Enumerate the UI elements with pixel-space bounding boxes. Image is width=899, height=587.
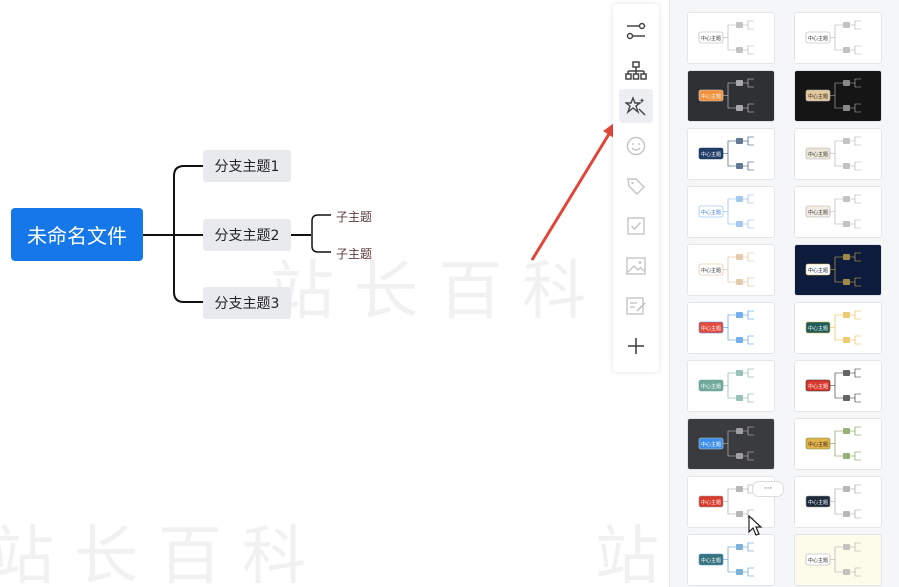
theme-card[interactable]: 中心主题	[687, 128, 775, 180]
theme-center-label: 中心主题	[701, 325, 721, 332]
theme-preview: 中心主题	[698, 368, 754, 403]
theme-preview: 中心主题	[805, 78, 861, 113]
theme-preview: 中心主题	[805, 194, 861, 229]
add-button[interactable]	[619, 329, 653, 363]
theme-card[interactable]: 中心主题	[687, 12, 775, 64]
theme-center-label: 中心主题	[701, 499, 721, 506]
branch-topic-3[interactable]: 分支主题3	[203, 287, 291, 319]
theme-center-label: 中心主题	[701, 267, 721, 274]
theme-center-label: 中心主题	[808, 209, 828, 216]
theme-center-label: 中心主题	[701, 35, 721, 42]
emoji-button[interactable]	[619, 129, 653, 163]
theme-preview: 中心主题	[698, 252, 754, 287]
style-button[interactable]	[619, 89, 653, 123]
theme-card[interactable]: 中心主题	[794, 244, 882, 296]
structure-button[interactable]	[619, 54, 653, 88]
image-icon	[626, 257, 646, 275]
subtopic-2[interactable]: 子主题	[336, 247, 373, 261]
vertical-toolbar	[613, 4, 659, 372]
theme-preview: 中心主题	[805, 136, 861, 171]
branch-topic-2[interactable]: 分支主题2	[203, 219, 291, 251]
plus-icon	[628, 338, 644, 354]
theme-preview: 中心主题	[805, 368, 861, 403]
theme-center-label: 中心主题	[808, 267, 828, 274]
theme-card[interactable]: 中心主题	[687, 244, 775, 296]
subtopic-1[interactable]: 子主题	[336, 210, 373, 224]
note-icon	[626, 297, 646, 315]
sliders-button[interactable]	[619, 14, 653, 48]
theme-card[interactable]: 中心主题	[794, 128, 882, 180]
theme-center-label: 中心主题	[701, 93, 721, 100]
theme-card[interactable]: 中心主题	[794, 12, 882, 64]
theme-center-label: 中心主题	[808, 151, 828, 158]
theme-preview: 中心主题	[805, 252, 861, 287]
theme-card[interactable]: 中心主题	[687, 302, 775, 354]
theme-preview: 中心主题	[698, 542, 754, 577]
theme-card[interactable]: 中心主题	[794, 476, 882, 528]
theme-preview: 中心主题	[805, 426, 861, 461]
theme-card[interactable]: 中心主题	[687, 70, 775, 122]
checkbox-icon	[627, 217, 645, 235]
branch-topic-1[interactable]: 分支主题1	[203, 150, 291, 182]
theme-card[interactable]: 中心主题	[794, 418, 882, 470]
watermark: 站长百科	[595, 520, 669, 587]
connector-lines	[143, 121, 617, 303]
theme-center-label: 中心主题	[808, 499, 828, 506]
theme-center-label: 中心主题	[808, 557, 828, 564]
mouse-cursor-icon	[748, 515, 763, 536]
theme-center-label: 中心主题	[701, 557, 721, 564]
theme-preview: 中心主题	[805, 20, 861, 55]
theme-center-label: 中心主题	[808, 35, 828, 42]
theme-card[interactable]: 中心主题	[687, 360, 775, 412]
theme-card[interactable]: 中心主题	[794, 360, 882, 412]
watermark: 站长百科	[0, 520, 326, 587]
theme-preview: 中心主题	[805, 542, 861, 577]
theme-card[interactable]: 中心主题	[687, 534, 775, 586]
theme-center-label: 中心主题	[701, 441, 721, 448]
theme-card[interactable]: 中心主题	[687, 418, 775, 470]
theme-preview: 中心主题	[698, 194, 754, 229]
theme-preview: 中心主题	[698, 484, 754, 519]
emoji-icon	[626, 136, 646, 156]
image-button[interactable]	[619, 249, 653, 283]
theme-center-label: 中心主题	[808, 325, 828, 332]
theme-card[interactable]: 中心主题	[794, 534, 882, 586]
theme-center-label: 中心主题	[808, 441, 828, 448]
theme-card[interactable]: 中心主题	[687, 186, 775, 238]
theme-card[interactable]: 中心主题	[794, 186, 882, 238]
watermark: 站长百科	[270, 255, 606, 329]
sliders-icon	[626, 22, 646, 40]
note-button[interactable]	[619, 289, 653, 323]
task-button[interactable]	[619, 209, 653, 243]
structure-icon	[625, 61, 647, 80]
theme-preview: 中心主题	[698, 20, 754, 55]
tag-button[interactable]	[619, 169, 653, 203]
theme-center-label: 中心主题	[808, 93, 828, 100]
theme-center-label: 中心主题	[701, 383, 721, 390]
more-options-button[interactable]: ···	[752, 481, 784, 497]
magic-style-icon	[625, 96, 646, 116]
root-topic[interactable]: 未命名文件	[11, 208, 143, 261]
theme-center-label: 中心主题	[701, 151, 721, 158]
theme-center-label: 中心主题	[808, 383, 828, 390]
theme-preview: 中心主题	[805, 484, 861, 519]
theme-preview: 中心主题	[698, 426, 754, 461]
theme-preview: 中心主题	[805, 310, 861, 345]
theme-preview: 中心主题	[698, 78, 754, 113]
theme-preview: 中心主题	[698, 136, 754, 171]
theme-center-label: 中心主题	[701, 209, 721, 216]
mindmap-canvas[interactable]: 站长百科 站长百科 站长百科 未命名文件 分支主题1 分支主题2 分支主题3 子…	[0, 0, 669, 587]
theme-card[interactable]: 中心主题	[794, 70, 882, 122]
theme-preview: 中心主题	[698, 310, 754, 345]
tag-icon	[627, 178, 645, 195]
theme-card[interactable]: 中心主题	[794, 302, 882, 354]
